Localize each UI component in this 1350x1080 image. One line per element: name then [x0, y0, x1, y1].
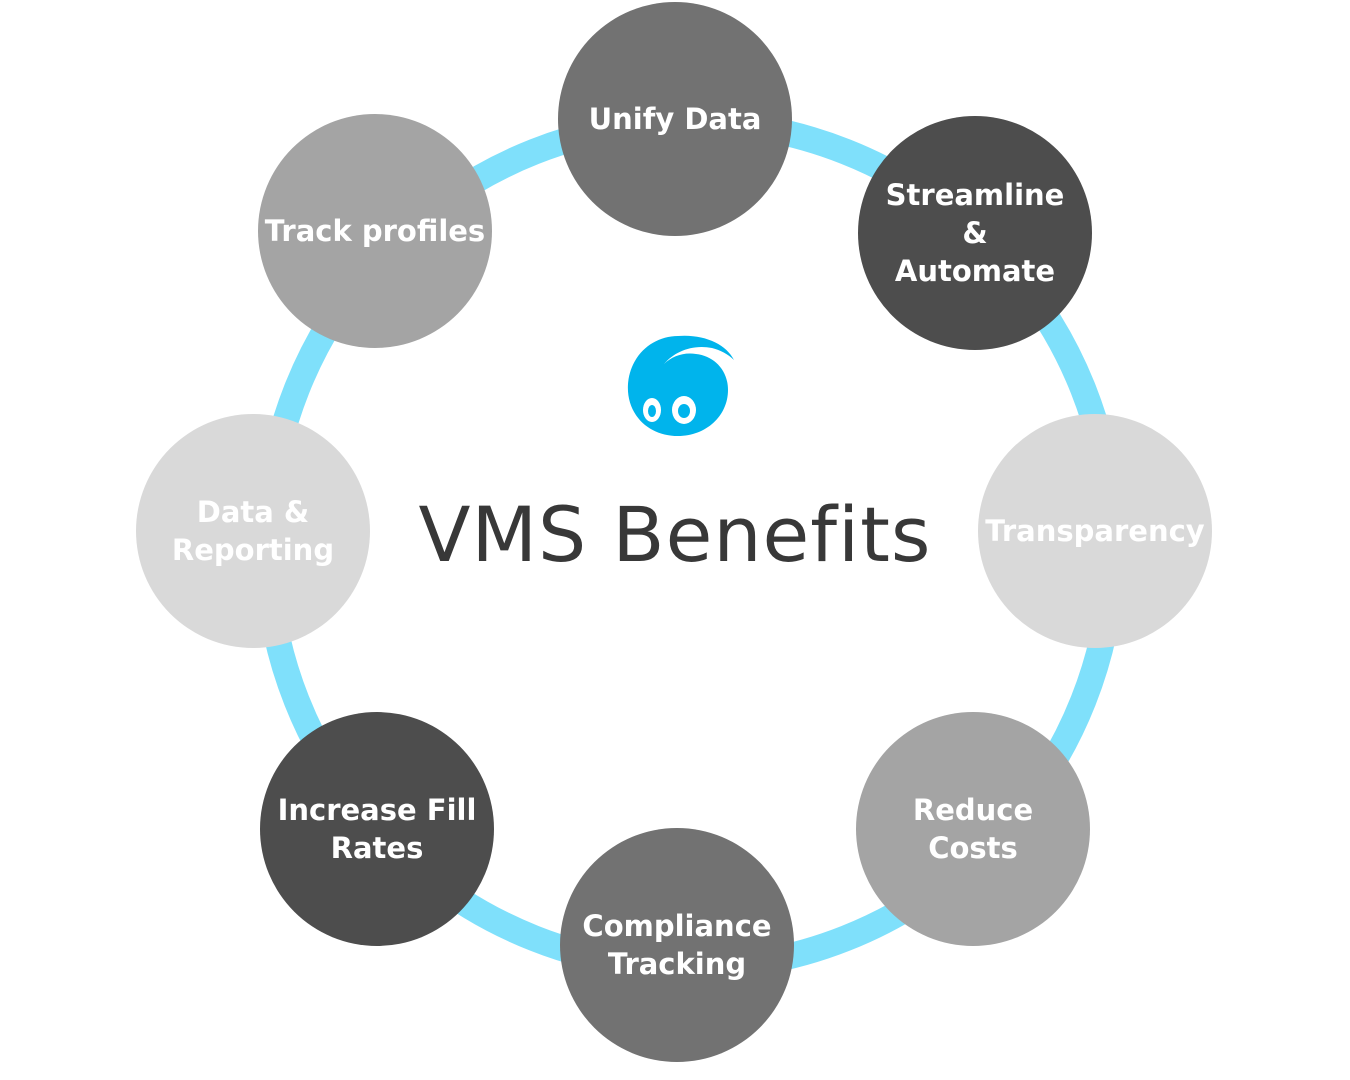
- benefit-label-line: Unify Data: [588, 102, 762, 136]
- benefit-node-unify-data: Unify Data: [558, 2, 792, 236]
- benefit-label-line: Tracking: [607, 947, 747, 981]
- benefit-label-line: Track profiles: [264, 214, 486, 248]
- benefit-label-line: Reporting: [171, 533, 335, 567]
- benefit-label-line: Costs: [928, 831, 1018, 865]
- benefit-label: Compliance Tracking: [582, 907, 771, 983]
- benefit-label-line: Increase Fill: [277, 793, 477, 827]
- benefit-label-line: Data &: [196, 495, 310, 529]
- benefit-node-reduce-costs: Reduce Costs: [856, 712, 1090, 946]
- benefit-label: Unify Data: [589, 100, 762, 138]
- benefit-node-data-reporting: Data & Reporting: [136, 414, 370, 648]
- benefit-node-streamline-automate: Streamline & Automate: [858, 116, 1092, 350]
- benefit-node-increase-fill-rates: Increase Fill Rates: [260, 712, 494, 946]
- benefit-label-line: Compliance: [582, 909, 772, 943]
- benefit-label-line: &: [962, 216, 988, 250]
- benefit-label-line: Rates: [330, 831, 424, 865]
- benefit-label-line: Transparency: [985, 514, 1205, 548]
- benefit-label: Reduce Costs: [913, 791, 1033, 867]
- benefit-label: Track profiles: [265, 212, 485, 250]
- benefit-label-line: Automate: [894, 254, 1056, 288]
- benefit-label: Transparency: [985, 512, 1204, 550]
- benefit-node-compliance-tracking: Compliance Tracking: [560, 828, 794, 1062]
- benefit-label-line: Reduce: [912, 793, 1034, 827]
- diagram-title: VMS Benefits: [418, 490, 932, 579]
- benefit-node-transparency: Transparency: [978, 414, 1212, 648]
- benefit-label: Data & Reporting: [172, 493, 334, 569]
- benefit-label: Increase Fill Rates: [278, 791, 477, 867]
- mascot-logo-icon: [627, 335, 734, 436]
- benefit-node-track-profiles: Track profiles: [258, 114, 492, 348]
- benefit-label: Streamline & Automate: [886, 176, 1065, 290]
- benefit-label-line: Streamline: [885, 178, 1065, 212]
